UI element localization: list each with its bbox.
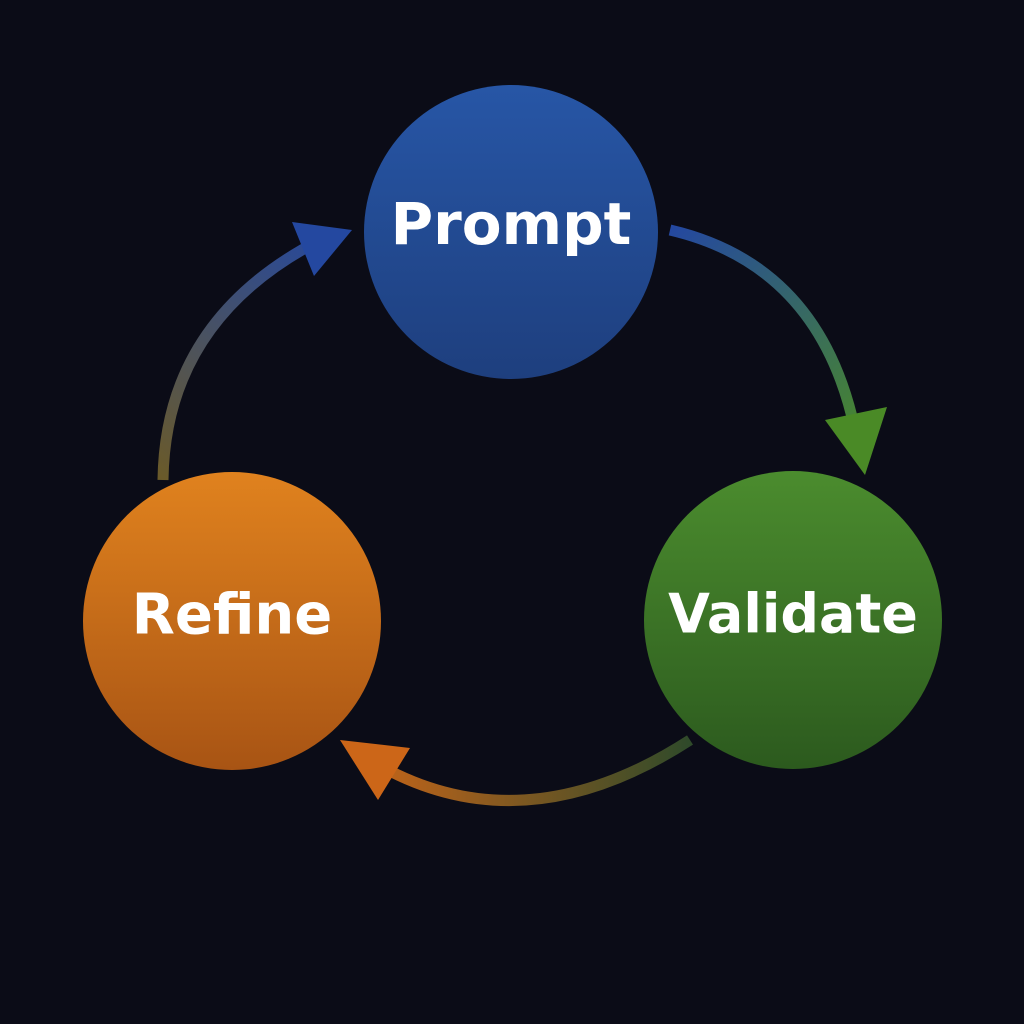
node-prompt: Prompt [364, 85, 658, 379]
node-prompt-circle [364, 85, 658, 379]
node-refine-label: Refine [132, 583, 332, 648]
arrowhead-to-refine-icon [340, 740, 410, 800]
node-validate: Validate [644, 471, 942, 769]
node-refine-circle [83, 472, 381, 770]
edge-validate-to-refine-line [367, 735, 693, 806]
edge-prompt-to-validate-line [668, 224, 861, 432]
edge-refine-to-prompt-line [157, 235, 323, 481]
arrowhead-to-prompt-icon [292, 222, 352, 276]
node-refine: Refine [83, 472, 381, 770]
edge-refine-to-prompt [157, 222, 352, 481]
node-validate-label: Validate [668, 583, 918, 646]
edge-prompt-to-validate [668, 224, 887, 475]
node-prompt-label: Prompt [391, 190, 632, 258]
edge-validate-to-refine [340, 735, 693, 806]
arrowhead-to-validate-icon [825, 407, 887, 475]
node-validate-circle [644, 471, 942, 769]
